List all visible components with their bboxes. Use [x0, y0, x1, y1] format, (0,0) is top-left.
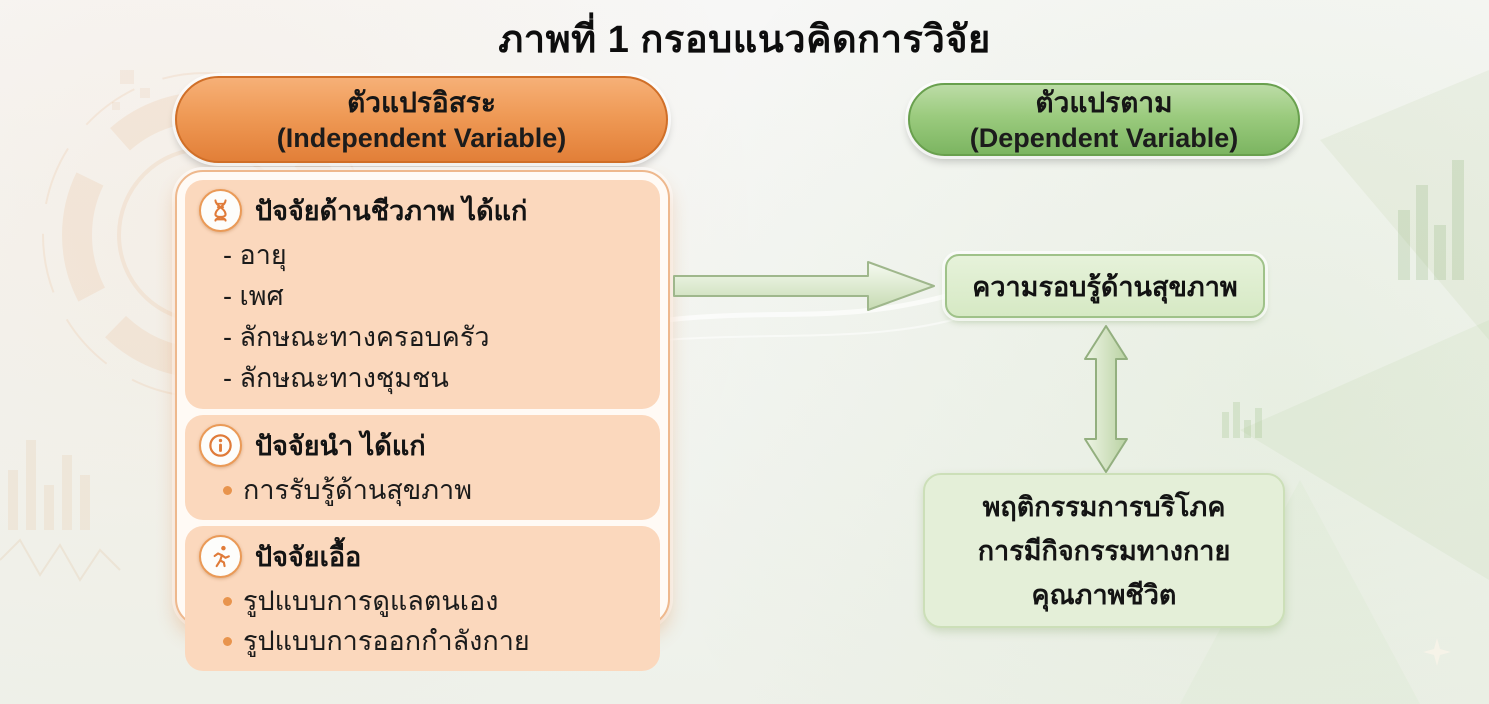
section-heading: ปัจจัยเอื้อ — [255, 541, 362, 572]
list-item: - อายุ — [223, 240, 287, 270]
independent-header-english: (Independent Variable) — [276, 122, 567, 153]
outcome-box: พฤติกรรมการบริโภค การมีกิจกรรมทางกาย คุณ… — [923, 473, 1285, 628]
health-literacy-box: ความรอบรู้ด้านสุขภาพ — [945, 254, 1265, 318]
runner-icon — [199, 535, 242, 578]
list-item: - ลักษณะทางชุมชน — [223, 363, 449, 393]
outcome-line: พฤติกรรมการบริโภค — [982, 491, 1226, 522]
section-heading: ปัจจัยด้านชีวภาพ ได้แก่ — [255, 195, 528, 226]
section-heading: ปัจจัยนำ ได้แก่ — [255, 430, 426, 461]
enabling-factor-list: รูปแบบการดูแลตนเอง รูปแบบการออกกำลังกาย — [199, 581, 646, 661]
list-item: รูปแบบการออกกำลังกาย — [223, 621, 646, 661]
dependent-header-thai: ตัวแปรตาม — [1035, 86, 1173, 118]
bar-chart-decoration-right — [1398, 160, 1464, 280]
predisposing-factor-list: การรับรู้ด้านสุขภาพ — [199, 470, 646, 510]
arrow-right-icon — [673, 261, 935, 311]
outcome-line: การมีกิจกรรมทางกาย — [977, 535, 1231, 566]
section-enabling-factors: ปัจจัยเอื้อ รูปแบบการดูแลตนเอง รูปแบบการ… — [185, 526, 660, 671]
dependent-variable-header: ตัวแปรตาม (Dependent Variable) — [908, 83, 1300, 156]
dependent-header-english: (Dependent Variable) — [969, 122, 1239, 153]
list-item: - เพศ — [223, 281, 284, 311]
dna-icon — [199, 189, 242, 232]
biological-factor-list: - อายุ - เพศ - ลักษณะทางครอบครัว - ลักษณ… — [199, 235, 646, 399]
outcome-line: คุณภาพชีวิต — [1031, 579, 1177, 610]
section-predisposing-factors: ปัจจัยนำ ได้แก่ การรับรู้ด้านสุขภาพ — [185, 415, 660, 520]
sparkle-decoration — [1423, 638, 1451, 666]
independent-header-thai: ตัวแปรอิสระ — [347, 86, 496, 118]
page-title: ภาพที่ 1 กรอบแนวคิดการวิจัย — [498, 19, 991, 61]
list-item: - ลักษณะทางครอบครัว — [223, 322, 490, 352]
info-icon — [199, 424, 242, 467]
section-biological-factors: ปัจจัยด้านชีวภาพ ได้แก่ - อายุ - เพศ - ล… — [185, 180, 660, 409]
list-item: การรับรู้ด้านสุขภาพ — [223, 470, 646, 510]
list-item: รูปแบบการดูแลตนเอง — [223, 581, 646, 621]
bar-decoration-left — [8, 440, 90, 530]
health-literacy-label: ความรอบรู้ด้านสุขภาพ — [972, 271, 1238, 302]
independent-variable-box: ปัจจัยด้านชีวภาพ ได้แก่ - อายุ - เพศ - ล… — [175, 170, 670, 671]
arrow-vertical-double-icon — [1084, 325, 1128, 473]
pixel-squares-decoration — [112, 70, 150, 110]
independent-variable-header: ตัวแปรอิสระ (Independent Variable) — [175, 76, 668, 163]
